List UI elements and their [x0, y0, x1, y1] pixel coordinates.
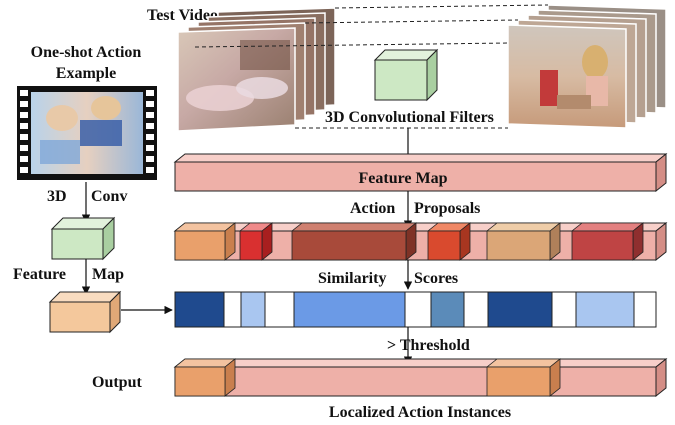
proposal-segment-3 [290, 222, 418, 261]
proposal-segment-1 [173, 222, 237, 261]
example-conv-cube [50, 216, 116, 261]
video-connector-lines [194, 4, 549, 129]
proposal-segment-4 [426, 222, 472, 261]
output-label: Output [92, 374, 142, 391]
threshold-label: > Threshold [387, 337, 470, 354]
test-video-label: Test Video [147, 7, 218, 24]
conv-filter-cube [373, 48, 439, 102]
score-cell [487, 291, 553, 328]
score-cell [174, 291, 225, 328]
feature-label: Feature [13, 266, 66, 283]
score-cell [430, 291, 465, 328]
output-segment-2 [485, 358, 562, 397]
example-feature-cube [48, 290, 122, 334]
proposal-segment-6 [570, 222, 645, 261]
feature-map-bar [173, 152, 668, 193]
map-label: Map [92, 266, 124, 283]
feature-map-label: Feature Map [358, 170, 447, 187]
localized-label: Localized Action Instances [329, 404, 511, 421]
score-cell [575, 291, 635, 328]
proposal-segments [173, 222, 645, 261]
output-bar [173, 357, 668, 398]
proposal-segment-5 [485, 222, 562, 261]
similarity-scores-bar [174, 291, 657, 328]
conv-3d-label: 3D [47, 188, 67, 205]
action-label: Action [350, 200, 395, 217]
video-frame-stack-icon [507, 4, 667, 129]
proposal-segment-2 [238, 222, 274, 261]
conv-label: Conv [91, 188, 127, 205]
one-shot-label: Example [56, 65, 116, 82]
score-cell [240, 291, 266, 328]
similarity-label: Similarity [318, 270, 386, 287]
proposals-label: Proposals [414, 200, 480, 217]
film-strip-icon [17, 86, 157, 180]
one-shot-label: One-shot Action [31, 44, 142, 61]
score-cell [293, 291, 406, 328]
video-frame-stack-icon [177, 7, 336, 132]
scores-label: Scores [414, 270, 458, 287]
output-segment-1 [173, 358, 237, 397]
conv-filters-label: 3D Convolutional Filters [325, 109, 494, 126]
